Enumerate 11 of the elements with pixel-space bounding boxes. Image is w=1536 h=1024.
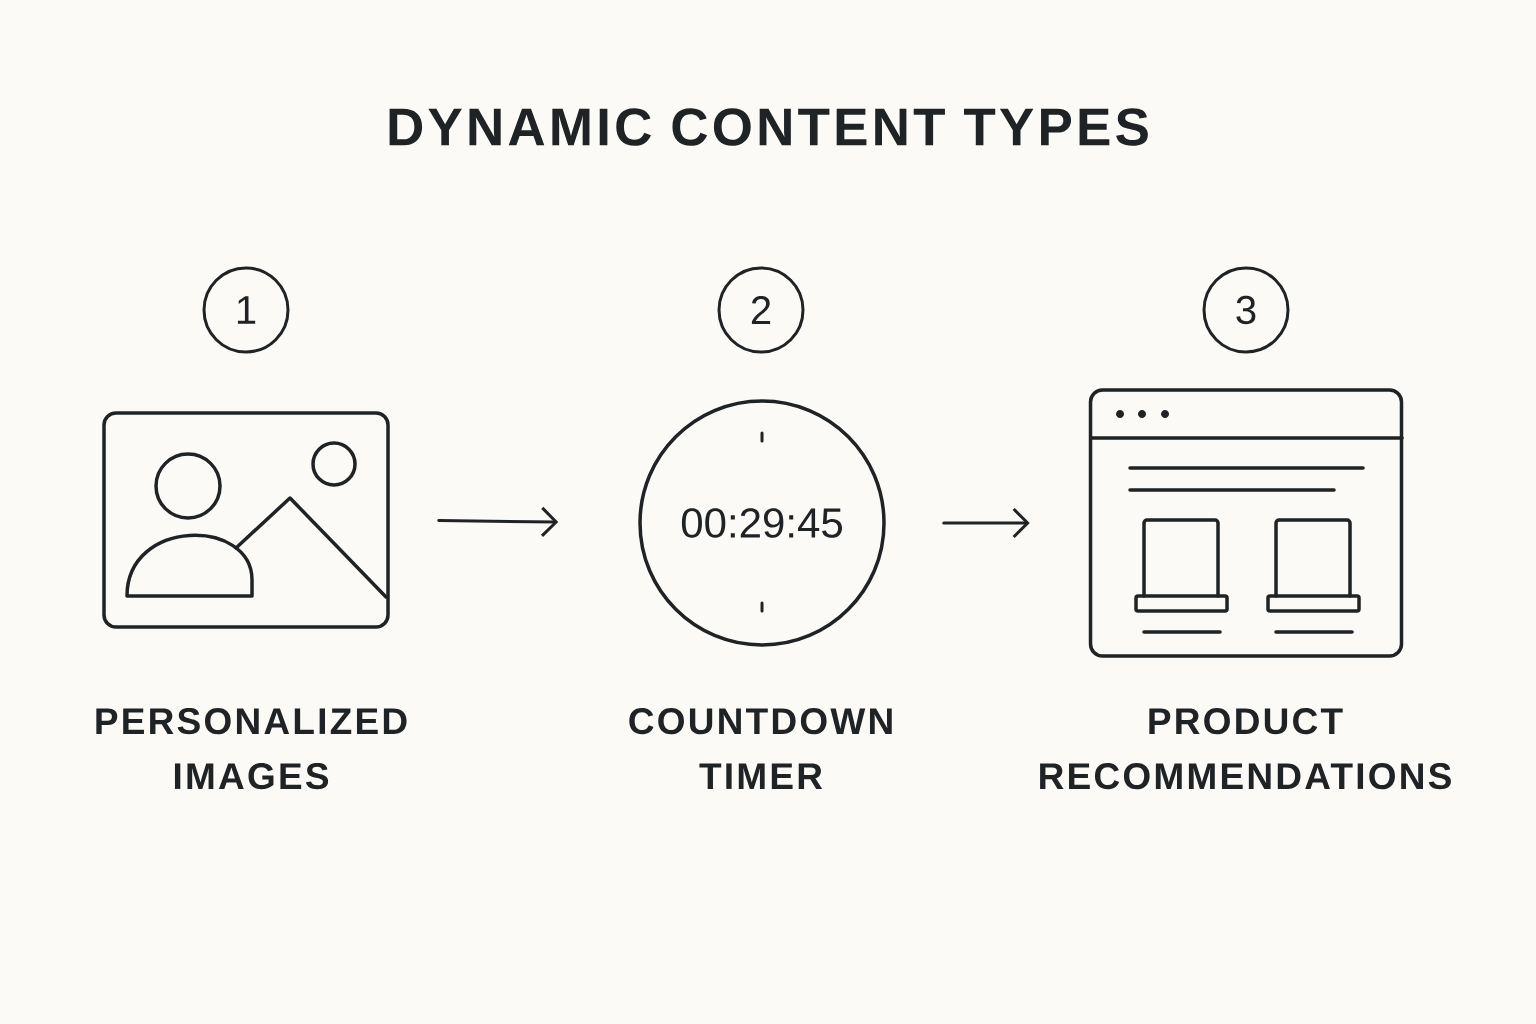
step-caption: PRODUCT RECOMMENDATIONS	[1040, 708, 1451, 790]
arrow	[942, 507, 1030, 539]
step-number: 3	[1202, 266, 1290, 354]
title: DYNAMIC CONTENT TYPES	[389, 108, 1148, 146]
step-caption: PERSONALIZED IMAGES	[96, 708, 407, 790]
browser-window-drawing	[1088, 388, 1404, 658]
image-drawing	[102, 411, 390, 629]
step-number: 2	[717, 266, 805, 354]
arrow	[437, 506, 559, 537]
step-caption: COUNTDOWN TIMER	[629, 708, 892, 789]
step-number: 1	[202, 266, 290, 354]
